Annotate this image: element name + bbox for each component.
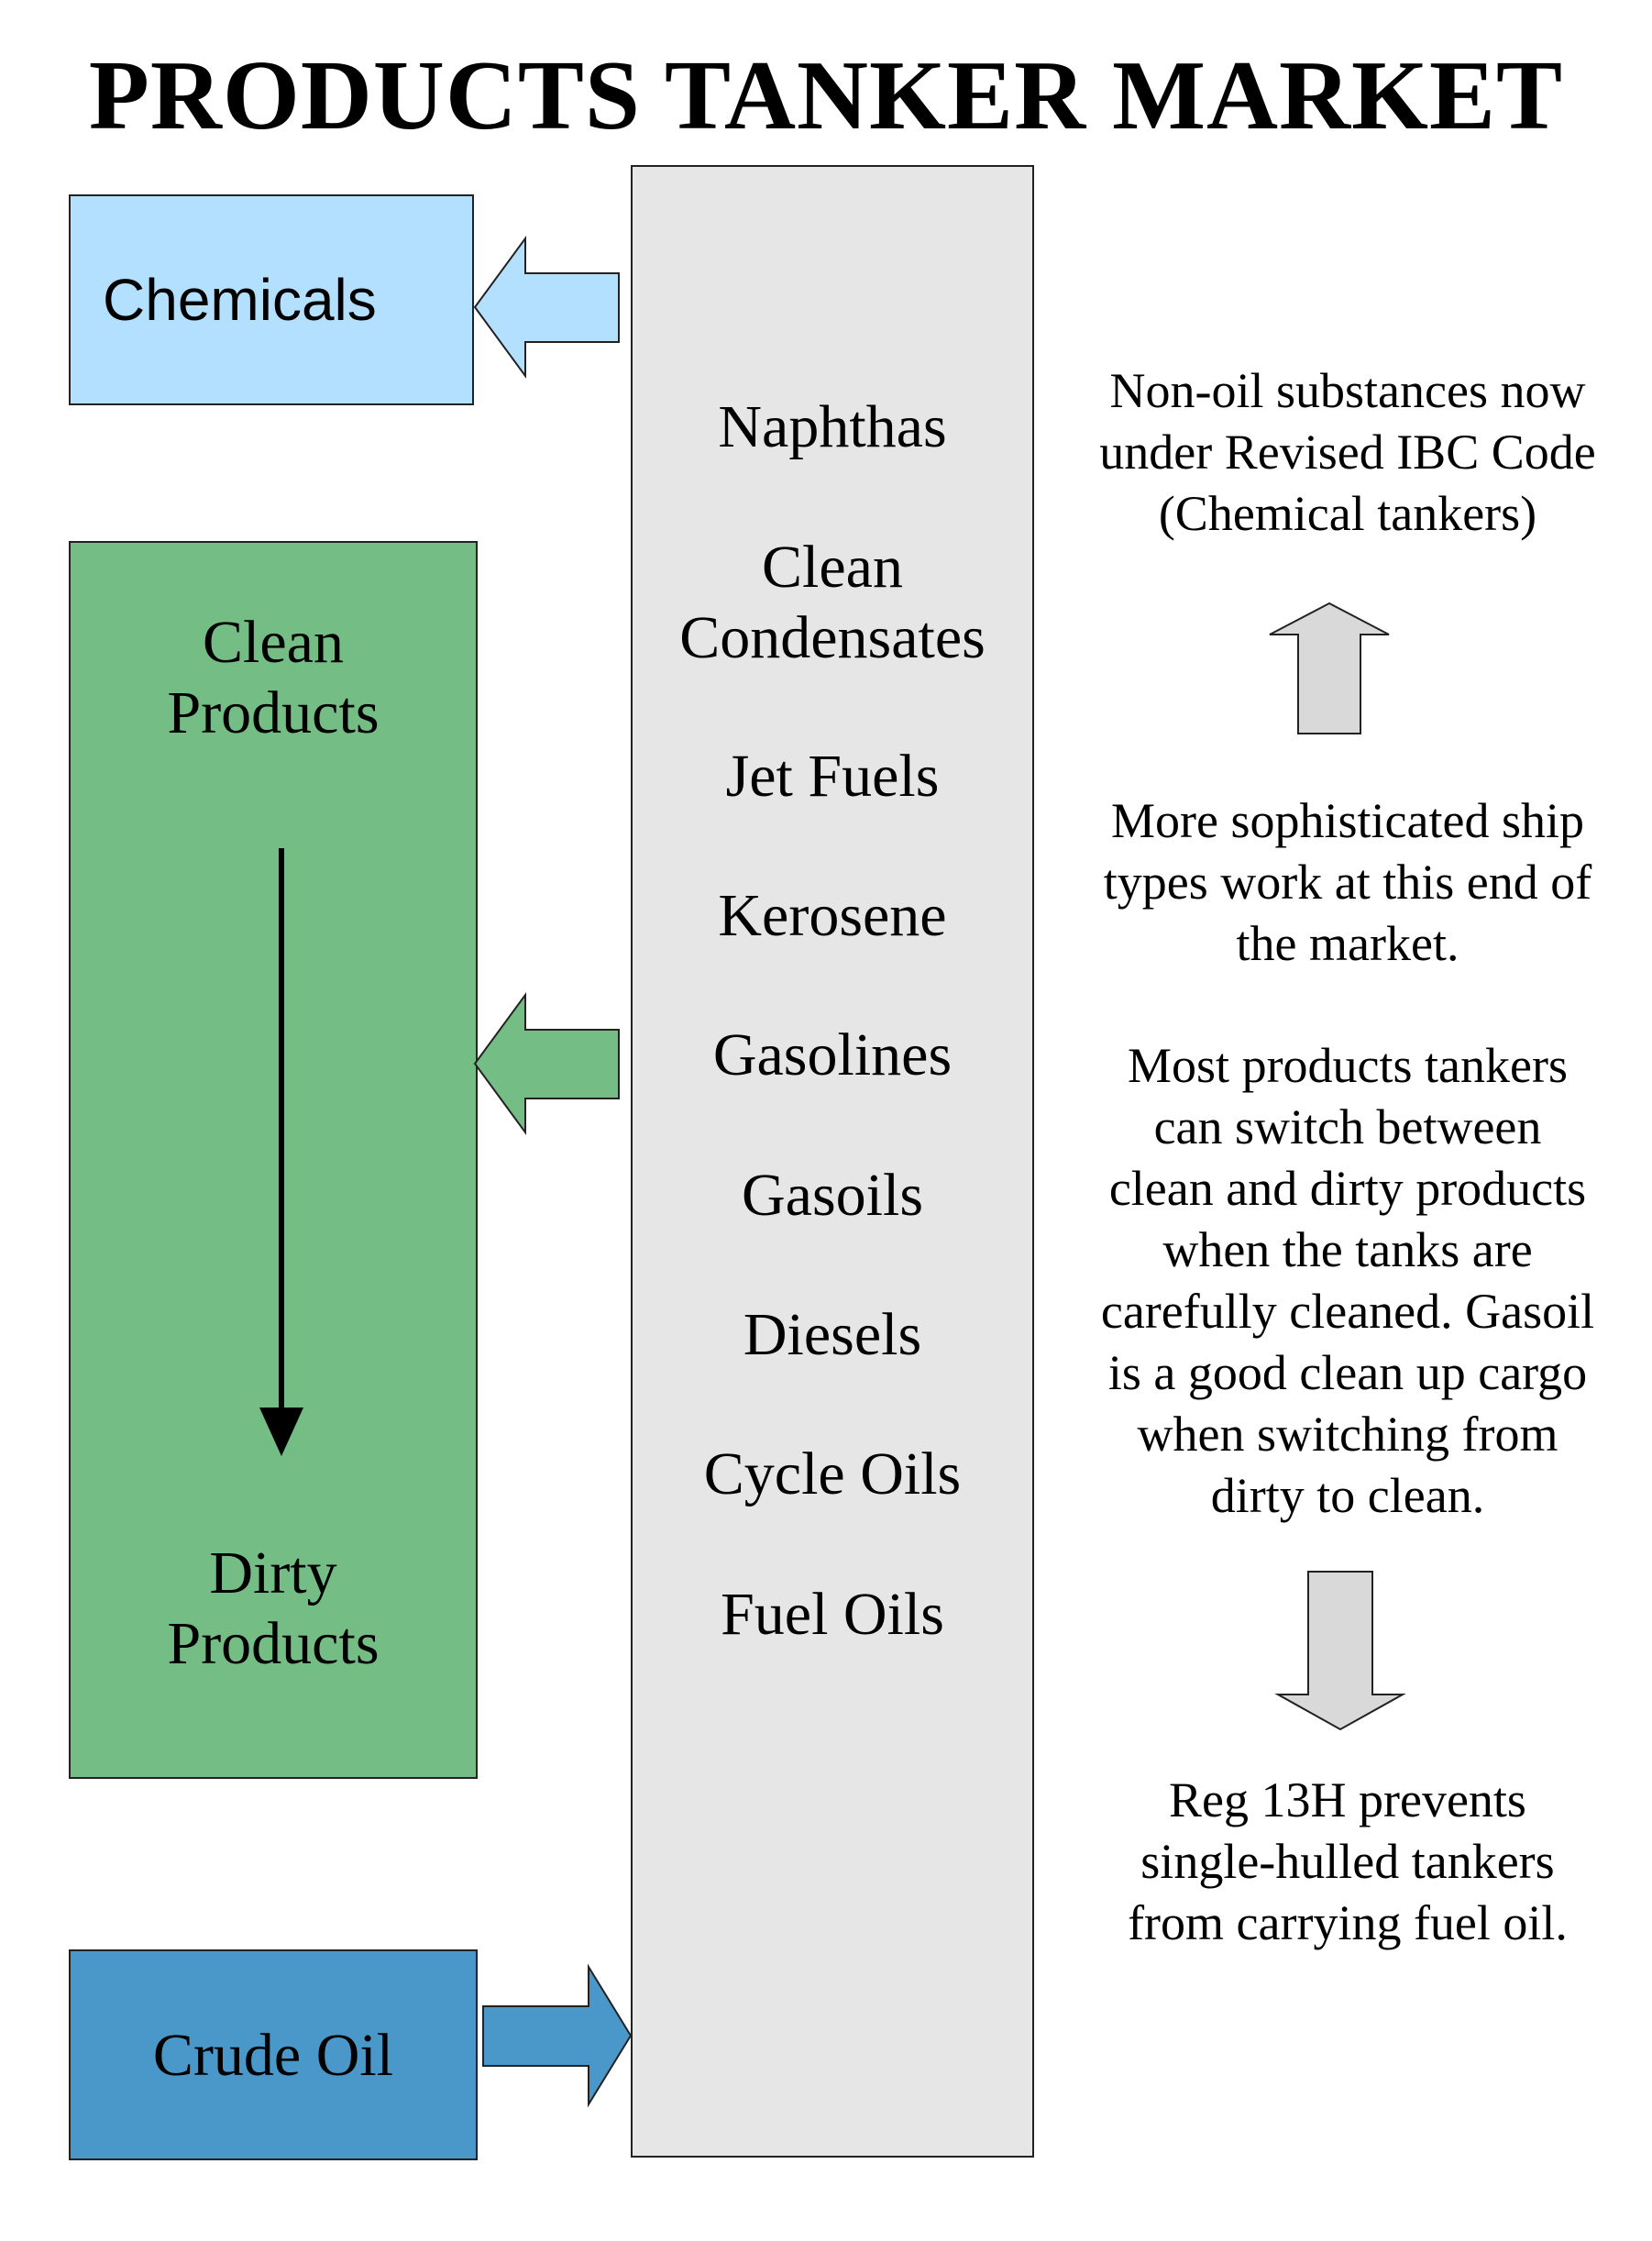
note-line: can switch between [1153, 1099, 1542, 1154]
note-line: (Chemical tankers) [1158, 486, 1537, 541]
product-item: Naphthas [633, 392, 1032, 462]
dirty-products-line: Dirty [209, 1540, 337, 1606]
product-item: Gasolines [633, 1020, 1032, 1090]
reg13h-note: Reg 13H prevents single-hulled tankers f… [1054, 1770, 1641, 1954]
note-line: single-hulled tankers [1140, 1834, 1555, 1889]
product-naphthas: Naphthas [718, 393, 947, 460]
note-line: is a good clean up cargo [1107, 1345, 1588, 1400]
product-clean-condensates: Condensates [679, 604, 986, 671]
clean-products-line: Products [167, 679, 380, 746]
sophisticated-note: More sophisticated ship types work at th… [1054, 790, 1641, 975]
note-line: the market. [1236, 916, 1459, 971]
product-item: Jet Fuels [633, 741, 1032, 811]
clean-products-label: Clean Products [71, 607, 476, 748]
product-item: Gasoils [633, 1160, 1032, 1231]
left-arrow-icon [473, 235, 620, 380]
note-line: Reg 13H prevents [1169, 1772, 1526, 1827]
product-gasolines: Gasolines [712, 1021, 953, 1088]
note-line: when switching from [1137, 1407, 1558, 1462]
product-cycle-oils: Cycle Oils [703, 1441, 962, 1507]
product-item: Cycle Oils [633, 1439, 1032, 1509]
crude-oil-box: Crude Oil [69, 1949, 478, 2160]
ibc-code-note: Non-oil substances now under Revised IBC… [1054, 360, 1641, 545]
left-arrow-icon [473, 991, 620, 1136]
note-line: clean and dirty products [1108, 1161, 1587, 1216]
product-item: Fuel Oils [633, 1579, 1032, 1650]
chemicals-box: Chemicals [69, 194, 474, 405]
page-title: PRODUCTS TANKER MARKET [88, 41, 1564, 150]
note-line: More sophisticated ship [1111, 793, 1584, 848]
crude-oil-label: Crude Oil [152, 2021, 394, 2089]
right-arrow-icon [482, 1963, 633, 2108]
product-kerosene: Kerosene [718, 882, 947, 949]
note-line: when the tanks are [1162, 1222, 1533, 1277]
chemicals-label: Chemicals [103, 267, 377, 333]
down-arrow-icon [259, 848, 303, 1456]
product-list: Naphthas Clean Condensates Jet Fuels Ker… [631, 165, 1034, 2158]
product-item: Diesels [633, 1299, 1032, 1370]
clean-dirty-products-box: Clean Products Dirty Products [69, 541, 478, 1779]
up-arrow-icon [1269, 602, 1390, 734]
note-line: from carrying fuel oil. [1128, 1895, 1568, 1950]
product-clean-condensates: Clean [762, 534, 903, 601]
note-line: Non-oil substances now [1109, 363, 1586, 418]
product-fuel-oils: Fuel Oils [721, 1581, 944, 1648]
clean-products-line: Clean [203, 609, 344, 676]
dirty-products-line: Products [167, 1610, 380, 1677]
note-line: Most products tankers [1128, 1038, 1568, 1093]
note-line: dirty to clean. [1210, 1468, 1485, 1523]
product-diesels: Diesels [743, 1301, 922, 1368]
product-item: Clean Condensates [633, 532, 1032, 673]
note-line: types work at this end of [1103, 855, 1592, 910]
note-line: carefully cleaned. Gasoil [1100, 1284, 1595, 1339]
note-line: under Revised IBC Code [1099, 425, 1596, 480]
product-item: Kerosene [633, 880, 1032, 951]
dirty-products-label: Dirty Products [71, 1538, 476, 1679]
product-jet-fuels: Jet Fuels [725, 743, 940, 810]
down-arrow-icon [1274, 1571, 1406, 1731]
switching-note: Most products tankers can switch between… [1054, 1035, 1641, 1527]
product-gasoils: Gasoils [742, 1162, 923, 1229]
